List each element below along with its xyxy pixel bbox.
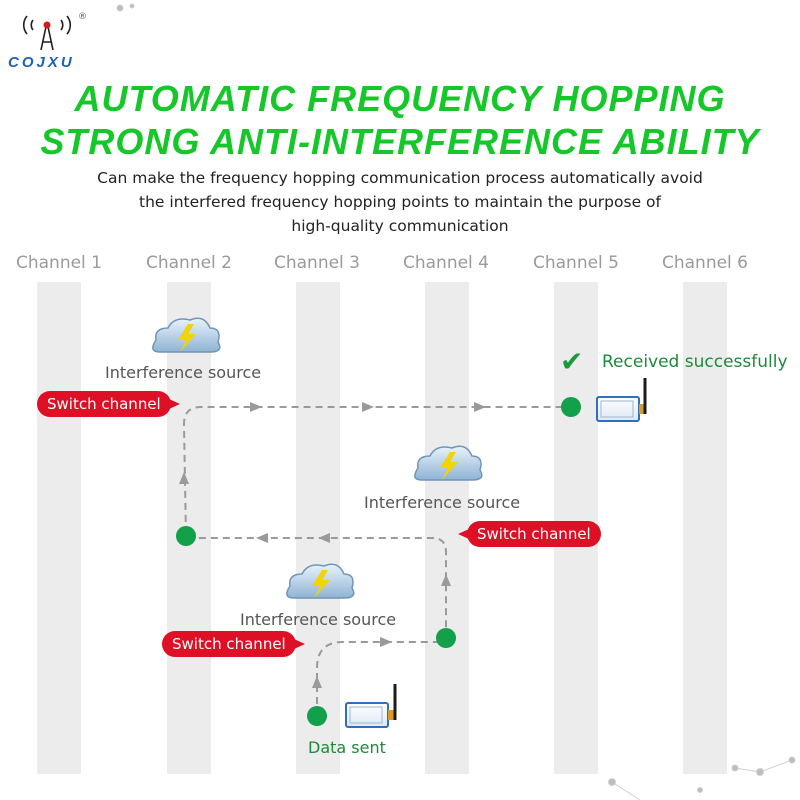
arrow-right-3: [362, 402, 374, 412]
arrow-up-1: [312, 676, 322, 688]
network-decoration: [116, 3, 796, 800]
path-arrows: [179, 402, 486, 688]
checkmark-icon: ✔: [560, 345, 584, 378]
cloud-lightning-icon-2: [414, 445, 483, 481]
logo-dot: [43, 21, 51, 29]
arrow-right-1: [380, 637, 392, 647]
arrow-right-2: [250, 402, 262, 412]
data-sent-label: Data sent: [308, 738, 386, 757]
channel-label-3: Channel 3: [273, 253, 360, 273]
arrow-right-4: [474, 402, 486, 412]
channel-label-6: Channel 6: [661, 253, 748, 273]
arrow-up-3: [179, 472, 189, 484]
switch-channel-tag-1: Switch channel: [37, 391, 180, 417]
logo-graphic: [22, 15, 72, 51]
arrow-left-2: [256, 533, 268, 543]
hop-node-end: [561, 397, 581, 417]
radio-device-icon-sender: [345, 684, 397, 728]
hop-node-start: [307, 706, 327, 726]
registered-mark: ®: [78, 12, 87, 22]
switch-channel-tag-2: Switch channel: [458, 521, 601, 547]
radio-device-icon-receiver: [596, 378, 647, 422]
cloud-lightning-icon-3: [286, 563, 355, 599]
cloud-lightning-icon-1: [152, 317, 221, 353]
interference-label-1: Interference source: [105, 363, 262, 382]
brand-name: COJXU: [8, 54, 75, 71]
arrow-up-2: [441, 574, 451, 586]
channel-lane-1: [37, 282, 81, 774]
interference-label-2: Interference source: [364, 493, 521, 512]
subtitle: Can make the frequency hopping communica…: [40, 166, 760, 238]
channel-label-5: Channel 5: [532, 253, 619, 273]
subtitle-line-3: high-quality communication: [291, 217, 509, 235]
channel-label-2: Channel 2: [145, 253, 232, 273]
brand-logo-text: COJXU: [8, 54, 75, 71]
subtitle-line-1: Can make the frequency hopping communica…: [97, 169, 703, 187]
channel-label-1: Channel 1: [15, 253, 102, 273]
channel-lane-6: [683, 282, 727, 774]
headline-line-2: STRONG ANTI-INTERFERENCE ABILITY: [40, 121, 760, 162]
channel-label-4: Channel 4: [402, 253, 489, 273]
received-successfully-label: Received successfully: [602, 352, 788, 372]
subtitle-line-2: the interfered frequency hopping points …: [139, 193, 661, 211]
channel-lane-4: [425, 282, 469, 774]
interference-label-3: Interference source: [240, 610, 397, 629]
hop-node-2: [436, 628, 456, 648]
arrow-left-1: [318, 533, 330, 543]
hop-path: [182, 406, 571, 716]
headline-line-1: AUTOMATIC FREQUENCY HOPPING: [74, 78, 726, 119]
switch-channel-tag-3: Switch channel: [162, 631, 305, 657]
hop-node-3: [176, 526, 196, 546]
